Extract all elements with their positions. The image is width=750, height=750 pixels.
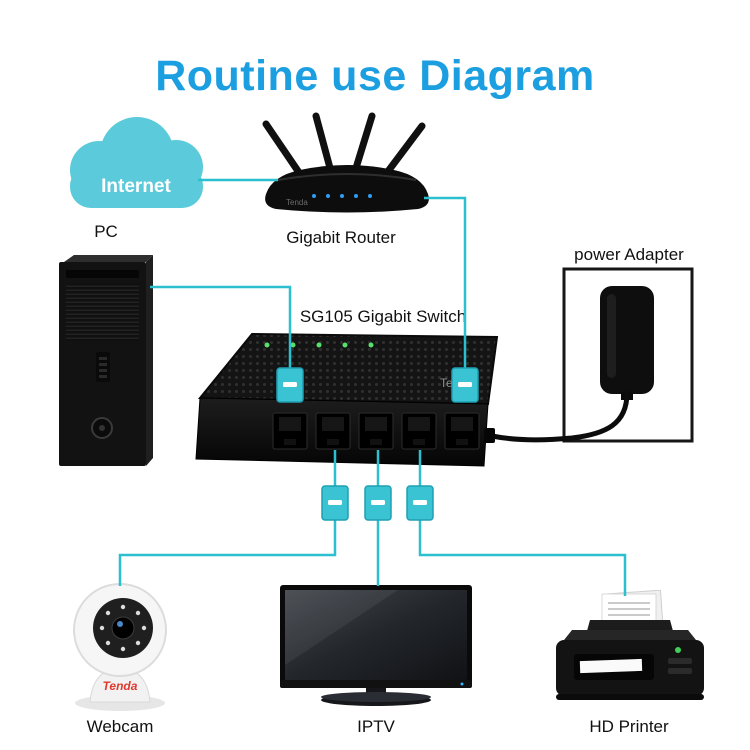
pc-label: PC — [94, 222, 118, 241]
pc-icon — [59, 255, 153, 466]
router-leds — [312, 194, 372, 198]
internet-node: Internet — [53, 110, 218, 220]
printer-label: HD Printer — [589, 717, 669, 736]
internet-label: Internet — [101, 176, 171, 197]
rj45-connector — [364, 485, 392, 521]
router-icon: Tenda — [262, 112, 429, 213]
page-title: Routine use Diagram — [155, 52, 595, 100]
webcam-brand: Tenda — [103, 679, 138, 693]
router-label: Gigabit Router — [286, 228, 396, 247]
printer-controls — [668, 647, 692, 674]
switch-node: Tenda — [170, 325, 500, 480]
webcam-label: Webcam — [86, 717, 154, 736]
switch-label: SG105 Gigabit Switch — [299, 307, 467, 326]
printer-icon — [556, 589, 704, 700]
power-adapter-node — [560, 264, 696, 451]
webcam-ir-leds — [99, 604, 147, 652]
iptv-label: IPTV — [357, 717, 395, 736]
power-adapter-icon — [562, 267, 694, 443]
printer-node — [550, 589, 710, 717]
switch-brand: Tenda — [440, 376, 473, 390]
webcam-icon: Tenda — [73, 583, 167, 711]
router-brand: Tenda — [286, 198, 308, 207]
rj45-connector — [406, 485, 434, 521]
switch-ports — [272, 412, 480, 450]
iptv-node — [278, 583, 474, 716]
switch-icon: Tenda — [195, 332, 499, 467]
power-adapter-label: power Adapter — [574, 245, 684, 264]
pc-node — [56, 252, 156, 475]
rj45-connector — [321, 485, 349, 521]
router-node: Tenda — [252, 112, 442, 222]
cloud-icon: Internet — [70, 117, 203, 208]
tv-icon — [280, 585, 472, 706]
router-antennas — [262, 112, 426, 178]
webcam-node: Tenda — [50, 572, 190, 717]
